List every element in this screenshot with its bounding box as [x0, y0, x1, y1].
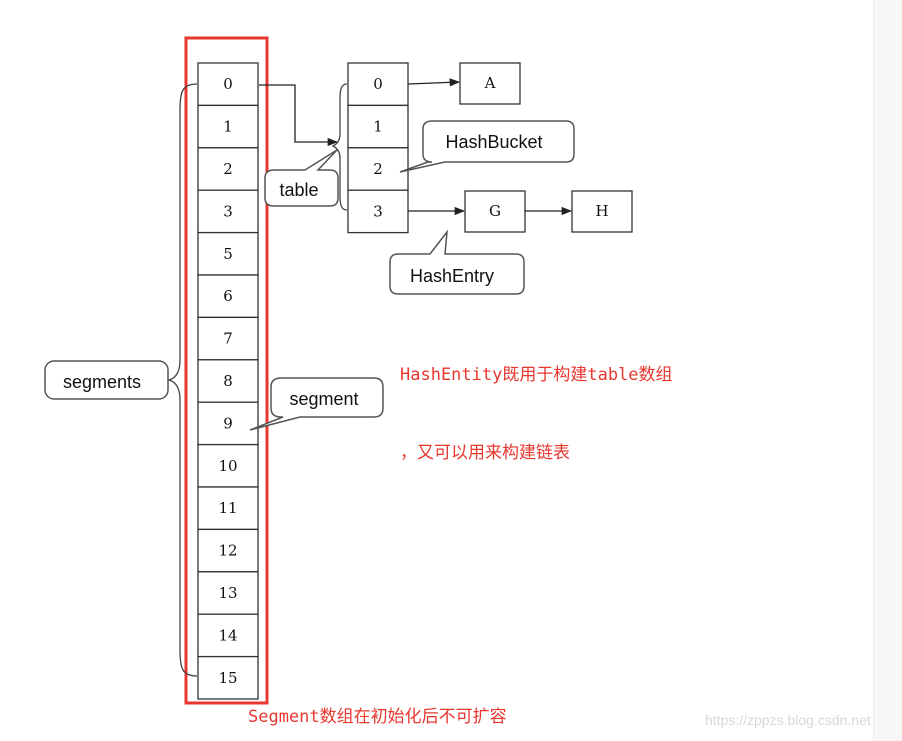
entry-h-label: H	[595, 202, 608, 220]
table-brace	[331, 83, 348, 211]
entry-a-label: A	[484, 74, 496, 92]
hashentity-note: HashEntity既用于构建table数组 ，又可以用来构建链表	[400, 310, 673, 492]
page-side-panel	[873, 0, 902, 741]
segments-callout: segments	[44, 360, 169, 400]
segment-callout: segment	[249, 377, 384, 431]
segment-cell	[197, 655, 259, 700]
segment-cell-label: 5	[223, 245, 233, 263]
segment-cell-label: 15	[218, 669, 237, 687]
table-cell-label: 1	[373, 118, 383, 136]
segment-cell-label: 1	[223, 118, 233, 136]
entry-h-box	[571, 190, 633, 233]
segment-cell-label: 6	[223, 287, 233, 305]
segment-cell	[197, 62, 259, 107]
segment-cell	[197, 443, 259, 488]
hashentry-callout-label: HashEntry	[410, 266, 494, 286]
hashentry-callout: HashEntry	[389, 229, 525, 295]
table-cell-label: 3	[373, 202, 383, 220]
table-callout-label: table	[279, 180, 318, 200]
segment-to-table-arrow	[259, 84, 339, 147]
segment-cell-label: 13	[218, 584, 237, 602]
table-array: 0 1 2 3	[347, 62, 409, 234]
segment-cell-label: 0	[223, 75, 233, 93]
segment-cell-label: 9	[223, 414, 233, 432]
segment-cell-label: 7	[223, 330, 233, 348]
segment-cell-label: 11	[218, 499, 237, 517]
table-callout: table	[264, 149, 339, 207]
segments-callout-label: segments	[63, 372, 141, 392]
segment-cell	[197, 401, 259, 446]
table-cell	[347, 189, 409, 234]
segment-cell-label: 10	[218, 457, 237, 475]
segment-cell-label: 14	[218, 626, 237, 644]
entry-g-box	[464, 190, 526, 233]
entry-a-box	[459, 62, 521, 105]
table-cell	[347, 104, 409, 149]
segments-highlight-frame	[184, 36, 269, 705]
entry-g-label: G	[489, 202, 501, 220]
segment-note: Segment数组在初始化后不可扩容	[248, 707, 507, 727]
bucket0-to-a-arrow	[407, 78, 461, 87]
table-cell-label: 2	[373, 160, 383, 178]
hashbucket-callout: HashBucket	[399, 120, 575, 173]
segment-cell	[197, 274, 259, 319]
segment-cell	[197, 528, 259, 573]
segment-cell-label: 3	[223, 202, 233, 220]
watermark-text: https://zppzs.blog.csdn.net	[705, 712, 871, 728]
segment-cell-label: 8	[223, 372, 233, 390]
segment-cell-label: 12	[218, 542, 237, 560]
segment-cell	[197, 104, 259, 149]
hashentity-note-line1: HashEntity既用于构建table数组	[400, 365, 673, 385]
segment-cell-label: 2	[223, 160, 233, 178]
table-cell-label: 0	[373, 75, 383, 93]
segment-cell	[197, 316, 259, 361]
hashbucket-callout-label: HashBucket	[445, 132, 542, 152]
table-cell	[347, 62, 409, 107]
hashentity-note-line2: ，又可以用来构建链表	[400, 443, 570, 463]
segment-cell	[197, 359, 259, 403]
segment-callout-label: segment	[289, 389, 358, 409]
segments-brace	[166, 83, 198, 677]
